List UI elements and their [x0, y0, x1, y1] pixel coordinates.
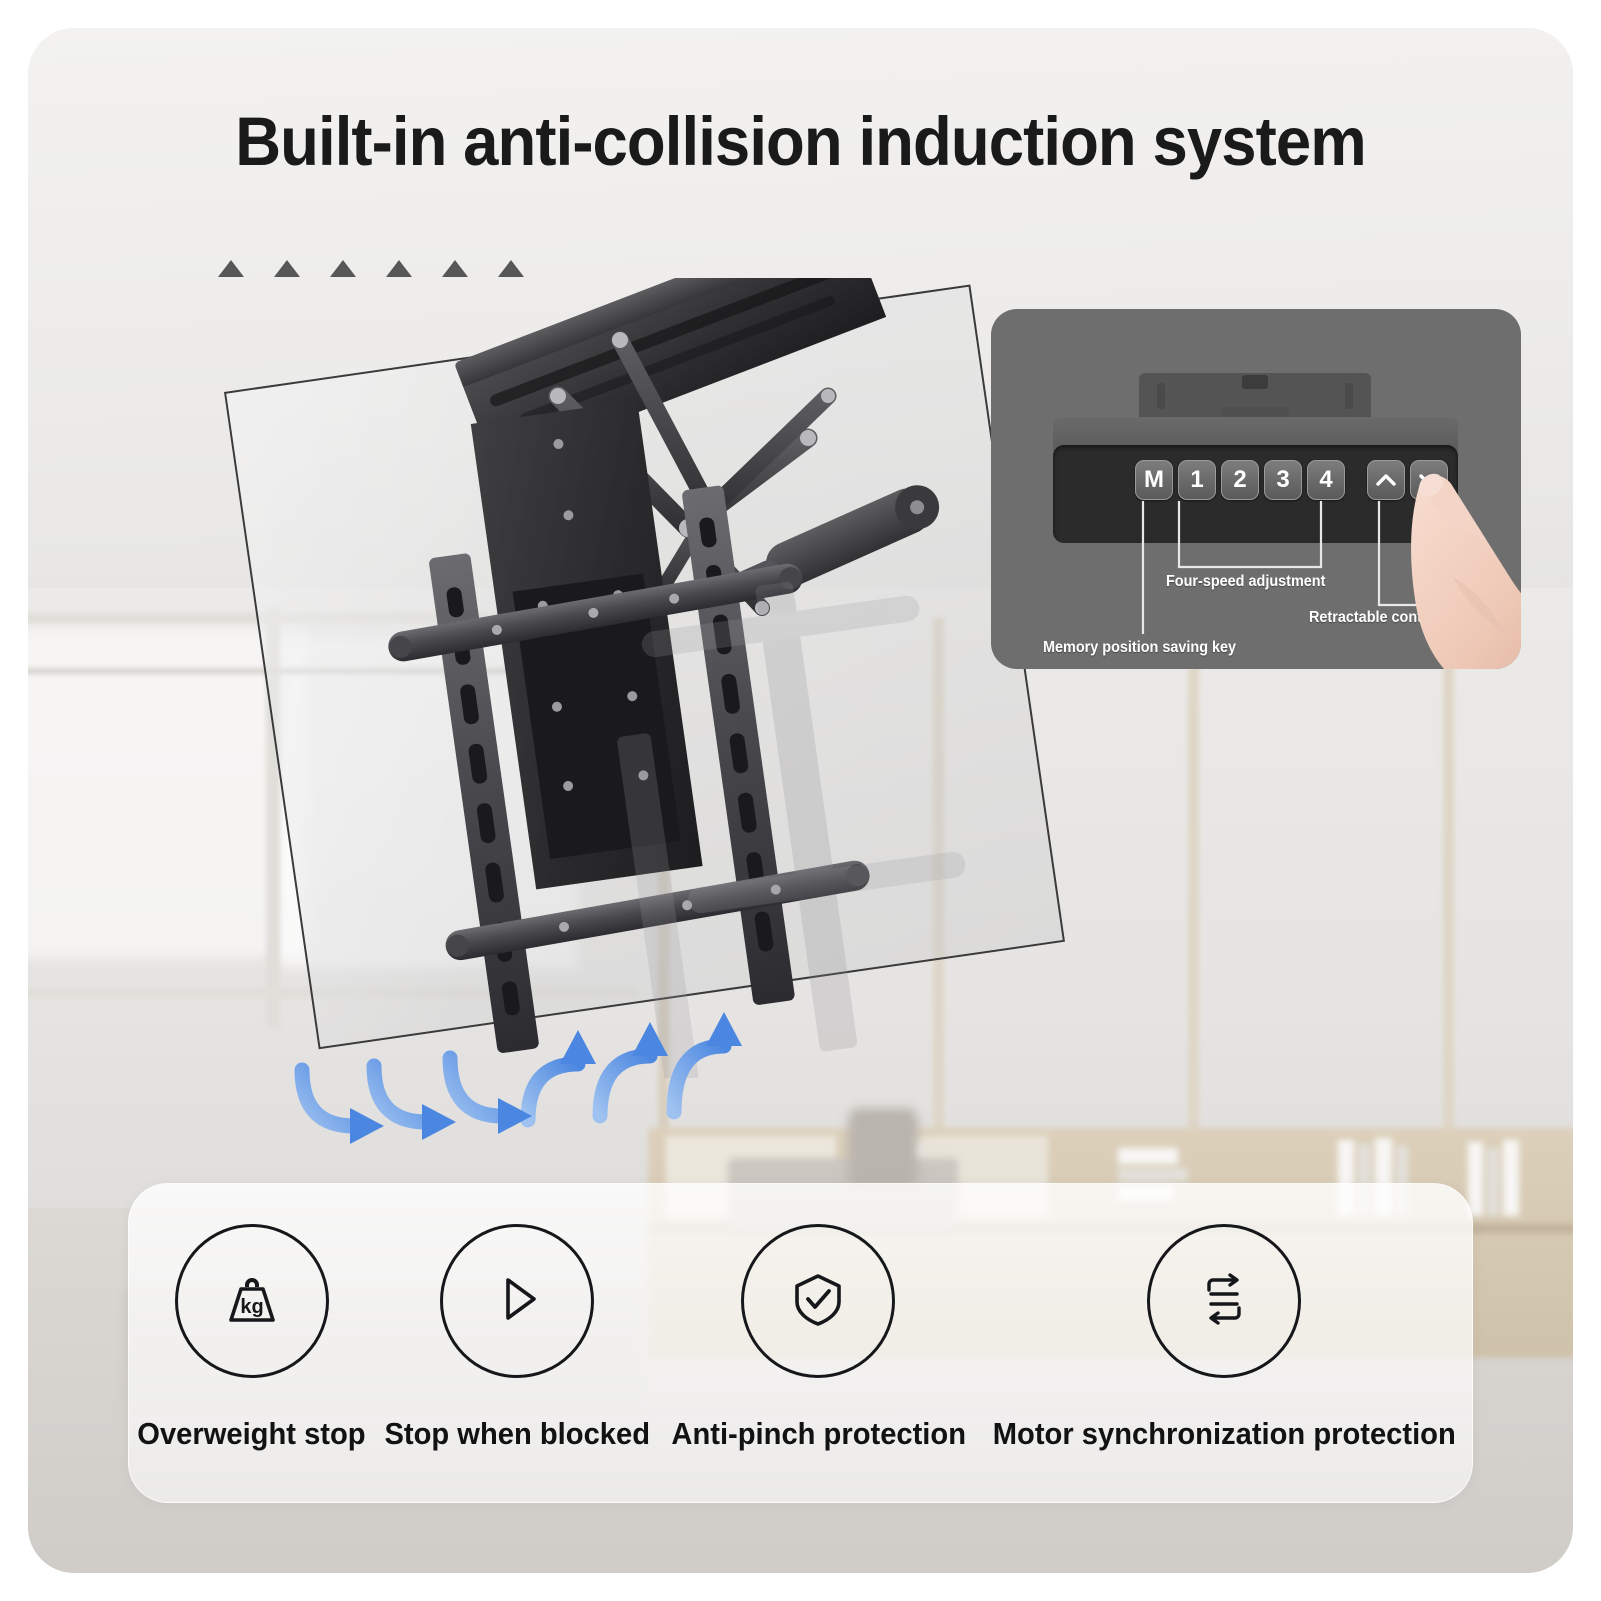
triangle-up-icon — [330, 260, 356, 277]
feature-label: Anti-pinch protection — [671, 1416, 966, 1451]
triangle-up-icon — [218, 260, 244, 277]
feature-icon-circle — [1147, 1224, 1302, 1378]
speed-4-key[interactable]: 4 — [1307, 460, 1345, 500]
infographic-card: Built-in anti-collision induction system — [28, 28, 1573, 1573]
callout-memory: Memory position saving key — [1043, 639, 1237, 656]
control-panel-inset: M 1 2 3 4 — [991, 309, 1521, 669]
feature-item-motor-synchronization-protection: Motor synchronization protection — [978, 1224, 1471, 1452]
page-title: Built-in anti-collision induction system — [235, 103, 1366, 180]
play-triangle-icon — [486, 1268, 548, 1335]
up-key[interactable] — [1367, 460, 1405, 500]
triangle-up-icon — [274, 260, 300, 277]
ceiling-tv-lift-mount — [358, 213, 1078, 1113]
feature-icon-circle — [741, 1224, 896, 1378]
airflow-arrow-group — [278, 1008, 838, 1168]
window-mullion — [1443, 613, 1454, 1188]
feature-list-panel: kg Overweight stop Stop when blocked — [128, 1183, 1473, 1503]
feature-item-anti-pinch-protection: Anti-pinch protection — [662, 1224, 975, 1452]
chair-silhouette — [848, 1108, 918, 1188]
feature-label: Motor synchronization protection — [992, 1416, 1456, 1451]
shield-check-icon — [787, 1268, 849, 1335]
weight-kg-icon: kg — [221, 1268, 283, 1335]
speed-3-key[interactable]: 3 — [1264, 460, 1302, 500]
feature-icon-circle: kg — [174, 1224, 329, 1378]
speed-1-key[interactable]: 1 — [1178, 460, 1216, 500]
hand-pressing-button — [1391, 459, 1521, 669]
feature-item-overweight-stop: kg Overweight stop — [130, 1224, 373, 1452]
sync-arrows-icon — [1193, 1268, 1255, 1335]
triangle-indicator-row — [218, 260, 524, 277]
feature-icon-circle — [440, 1224, 595, 1378]
window-pane — [28, 628, 308, 958]
triangle-up-icon — [386, 260, 412, 277]
speed-2-key[interactable]: 2 — [1221, 460, 1259, 500]
triangle-up-icon — [442, 260, 468, 277]
memory-key[interactable]: M — [1135, 460, 1173, 500]
window-mullion — [1188, 613, 1199, 1188]
feature-item-stop-when-blocked: Stop when blocked — [376, 1224, 658, 1452]
chevron-up-icon — [1375, 472, 1397, 488]
feature-label: Overweight stop — [137, 1416, 367, 1451]
svg-text:kg: kg — [240, 1296, 263, 1318]
callout-four-speed: Four-speed adjustment — [1166, 573, 1326, 590]
triangle-up-icon — [498, 260, 524, 277]
feature-label: Stop when blocked — [384, 1416, 651, 1451]
